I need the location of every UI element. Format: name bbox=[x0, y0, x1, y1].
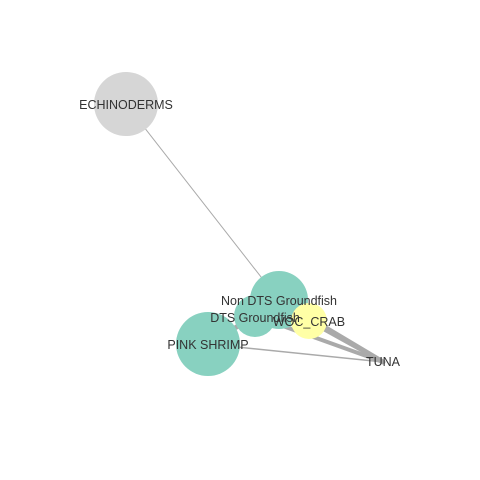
node-pink-shrimp[interactable] bbox=[176, 312, 240, 376]
node-label-echinoderms: ECHINODERMS bbox=[79, 98, 173, 112]
node-label-dts-groundfish: DTS Groundfish bbox=[210, 311, 300, 325]
node-dts-groundfish[interactable] bbox=[234, 295, 276, 337]
node-label-non-dts-groundfish: Non DTS Groundfish bbox=[221, 294, 337, 308]
node-label-tuna: TUNA bbox=[366, 355, 401, 369]
node-woc-crab[interactable] bbox=[291, 303, 327, 339]
edge-echinoderms-non-dts-groundfish bbox=[125, 103, 280, 301]
node-label-woc-crab: WOC_CRAB bbox=[273, 315, 345, 329]
nodes-layer bbox=[94, 72, 327, 376]
node-echinoderms[interactable] bbox=[94, 72, 158, 136]
node-label-pink-shrimp: PINK SHRIMP bbox=[167, 338, 248, 352]
